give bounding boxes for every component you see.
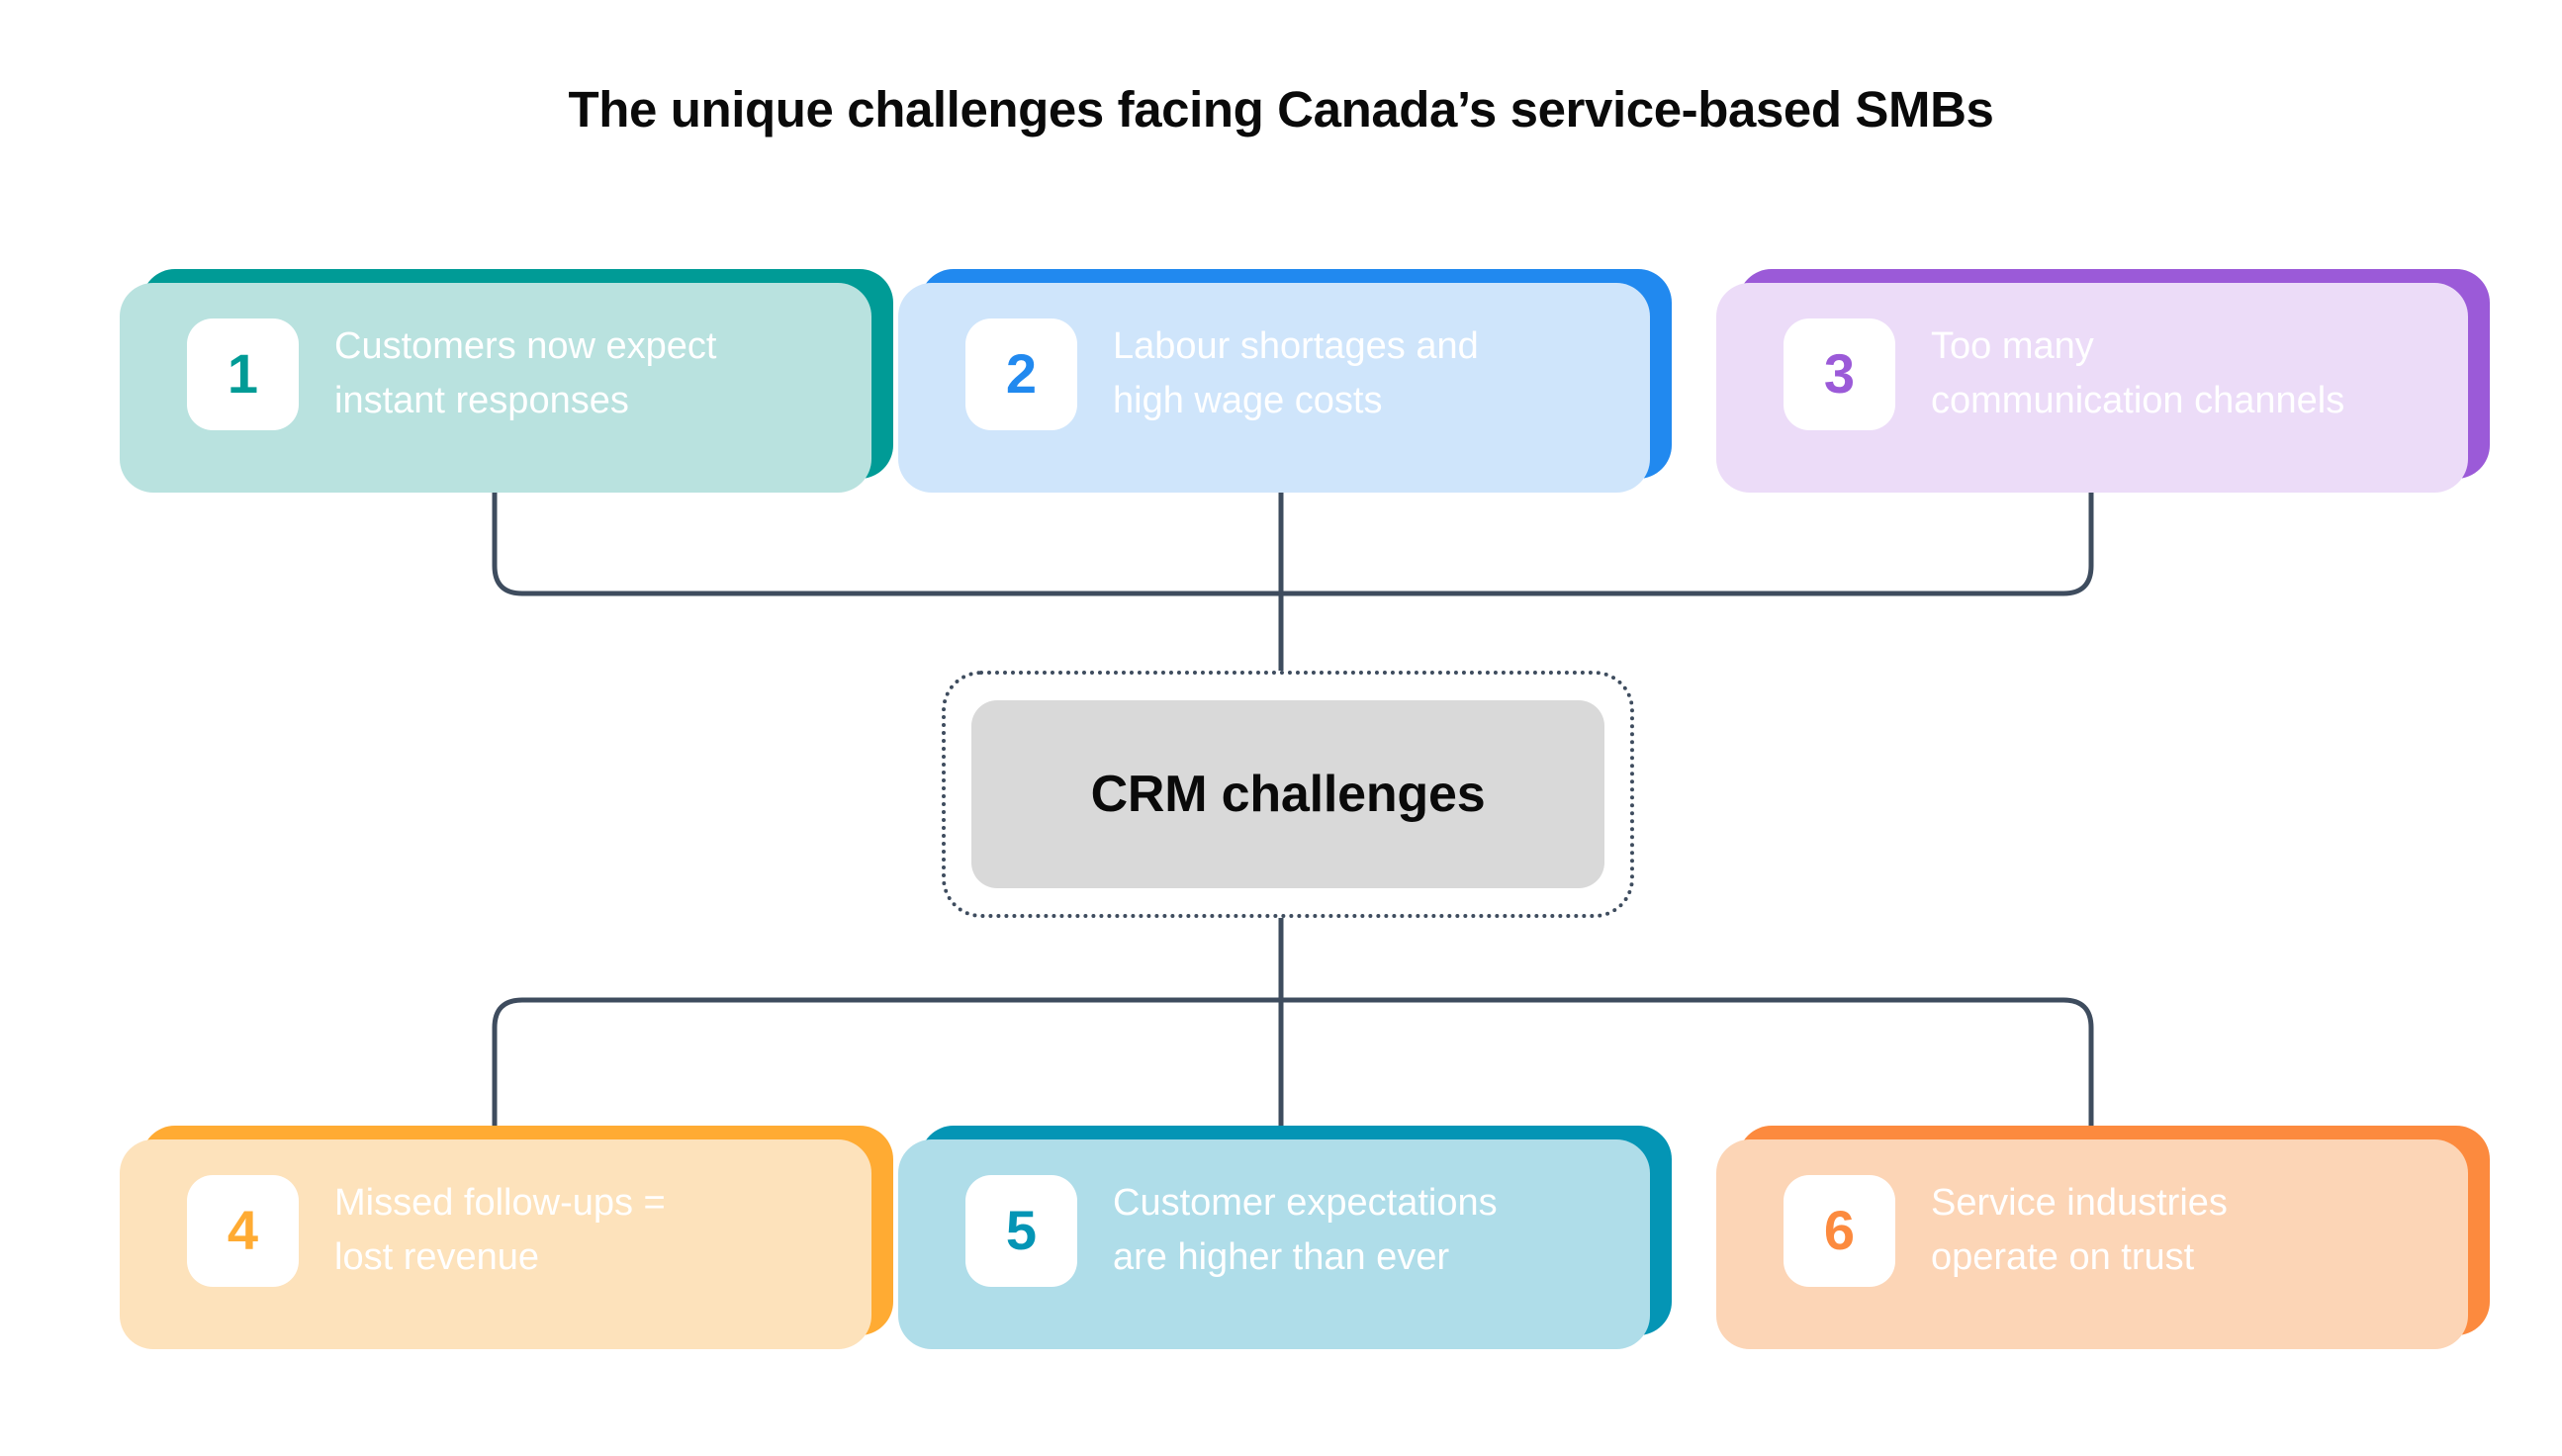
connector-card1	[492, 476, 1284, 596]
card-number-badge: 6	[1784, 1174, 1895, 1287]
challenge-card-3[interactable]: 3 Too many communication channels	[1716, 269, 2490, 493]
card-text: Labour shortages and high wage costs	[1113, 319, 1479, 428]
card-text-line-2: communication channels	[1931, 380, 2345, 421]
card-text-line-1: Customer expectations	[1113, 1181, 1498, 1224]
card-text-line-2: lost revenue	[334, 1236, 540, 1278]
center-node-inner: CRM challenges	[971, 700, 1604, 888]
connector-card4	[492, 997, 1284, 1129]
challenge-card-2[interactable]: 2 Labour shortages and high wage costs	[898, 269, 1672, 493]
card-number-badge: 5	[965, 1174, 1077, 1287]
card-number: 6	[1823, 1199, 1856, 1261]
card-text-line-1: Missed follow-ups =	[334, 1181, 666, 1224]
card-number-badge: 1	[187, 318, 299, 430]
card-text-line-2: high wage costs	[1113, 380, 1383, 421]
card-text-line-2: instant responses	[334, 380, 629, 421]
card-number: 1	[227, 342, 259, 405]
challenge-card-4[interactable]: 4 Missed follow-ups = lost revenue	[120, 1126, 893, 1349]
card-number: 2	[1005, 342, 1038, 405]
card-text: Customer expectations are higher than ev…	[1113, 1176, 1498, 1285]
card-text: Too many communication channels	[1931, 319, 2344, 428]
card-text-line-2: operate on trust	[1931, 1236, 2195, 1278]
challenge-card-1[interactable]: 1 Customers now expect instant responses	[120, 269, 893, 493]
connector-card3	[1278, 476, 2094, 596]
center-node-label: CRM challenges	[1090, 766, 1486, 823]
card-text-line-1: Labour shortages and	[1113, 324, 1479, 367]
page-title: The unique challenges facing Canada’s se…	[568, 81, 1994, 137]
card-number-badge: 3	[1784, 318, 1895, 430]
card-text: Customers now expect instant responses	[334, 319, 717, 428]
connector-card6	[1278, 997, 2094, 1129]
card-number-badge: 2	[965, 318, 1077, 430]
card-text-line-1: Service industries	[1931, 1181, 2228, 1224]
center-node-crm-challenges[interactable]: CRM challenges	[942, 671, 1634, 918]
card-number: 4	[227, 1199, 259, 1261]
card-number: 3	[1823, 342, 1856, 405]
card-text-line-2: are higher than ever	[1113, 1236, 1450, 1278]
card-text-line-1: Too many	[1931, 324, 2094, 367]
card-text: Service industries operate on trust	[1931, 1176, 2228, 1285]
challenge-card-6[interactable]: 6 Service industries operate on trust	[1716, 1126, 2490, 1349]
card-number-badge: 4	[187, 1174, 299, 1287]
challenge-card-5[interactable]: 5 Customer expectations are higher than …	[898, 1126, 1672, 1349]
card-number: 5	[1005, 1199, 1038, 1261]
card-text-line-1: Customers now expect	[334, 324, 717, 367]
card-text: Missed follow-ups = lost revenue	[334, 1176, 666, 1285]
